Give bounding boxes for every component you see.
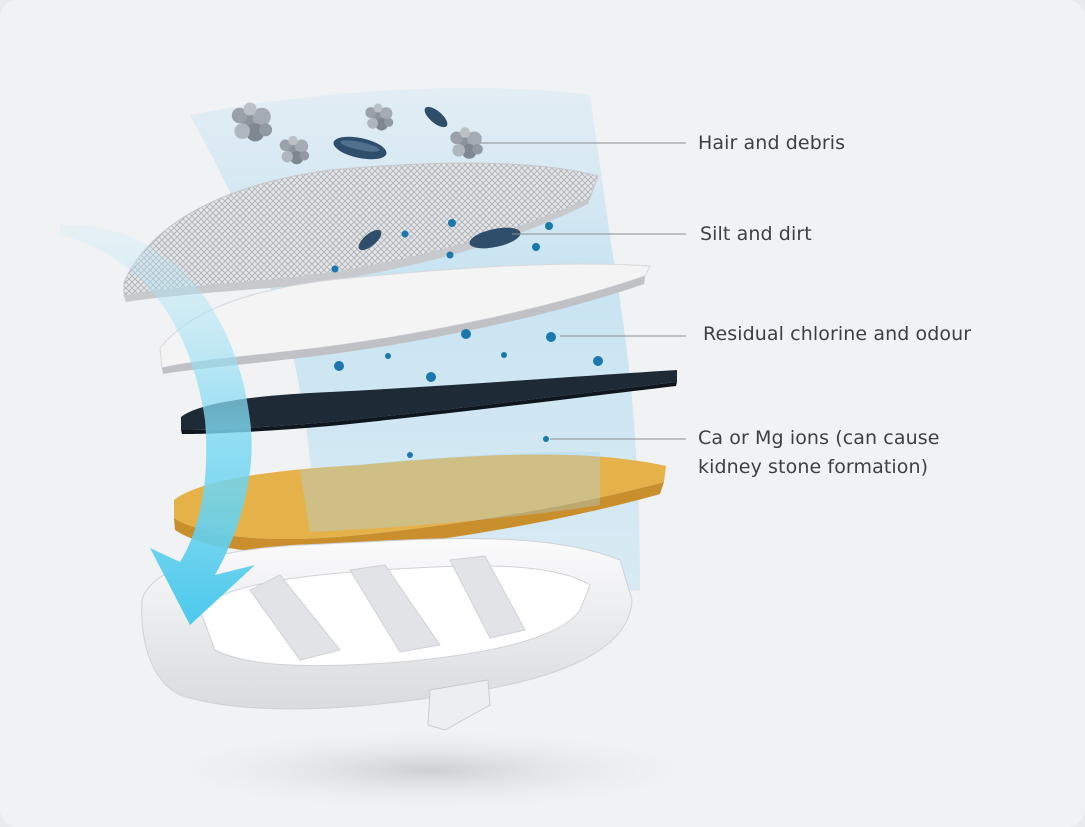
particle-dot-icon [407,436,549,458]
leader-lines [480,142,686,440]
particle-dot-icon [331,219,553,273]
label-ca-mg-ions: Ca or Mg ions (can cause kidney stone fo… [698,424,940,482]
bacteria-icon [333,106,448,160]
flow-arrow-icon [60,224,255,625]
label-residual-chlorine: Residual chlorine and odour [703,323,972,345]
bacteria-icon [358,227,521,251]
label-silt-and-dirt: Silt and dirt [700,223,812,245]
label-hair-and-debris: Hair and debris [698,132,846,154]
particle-dot-icon [334,329,603,382]
label-ca-mg-ions-line2: kidney stone formation) [698,456,929,478]
label-ca-mg-ions-line1: Ca or Mg ions (can cause [698,427,940,449]
